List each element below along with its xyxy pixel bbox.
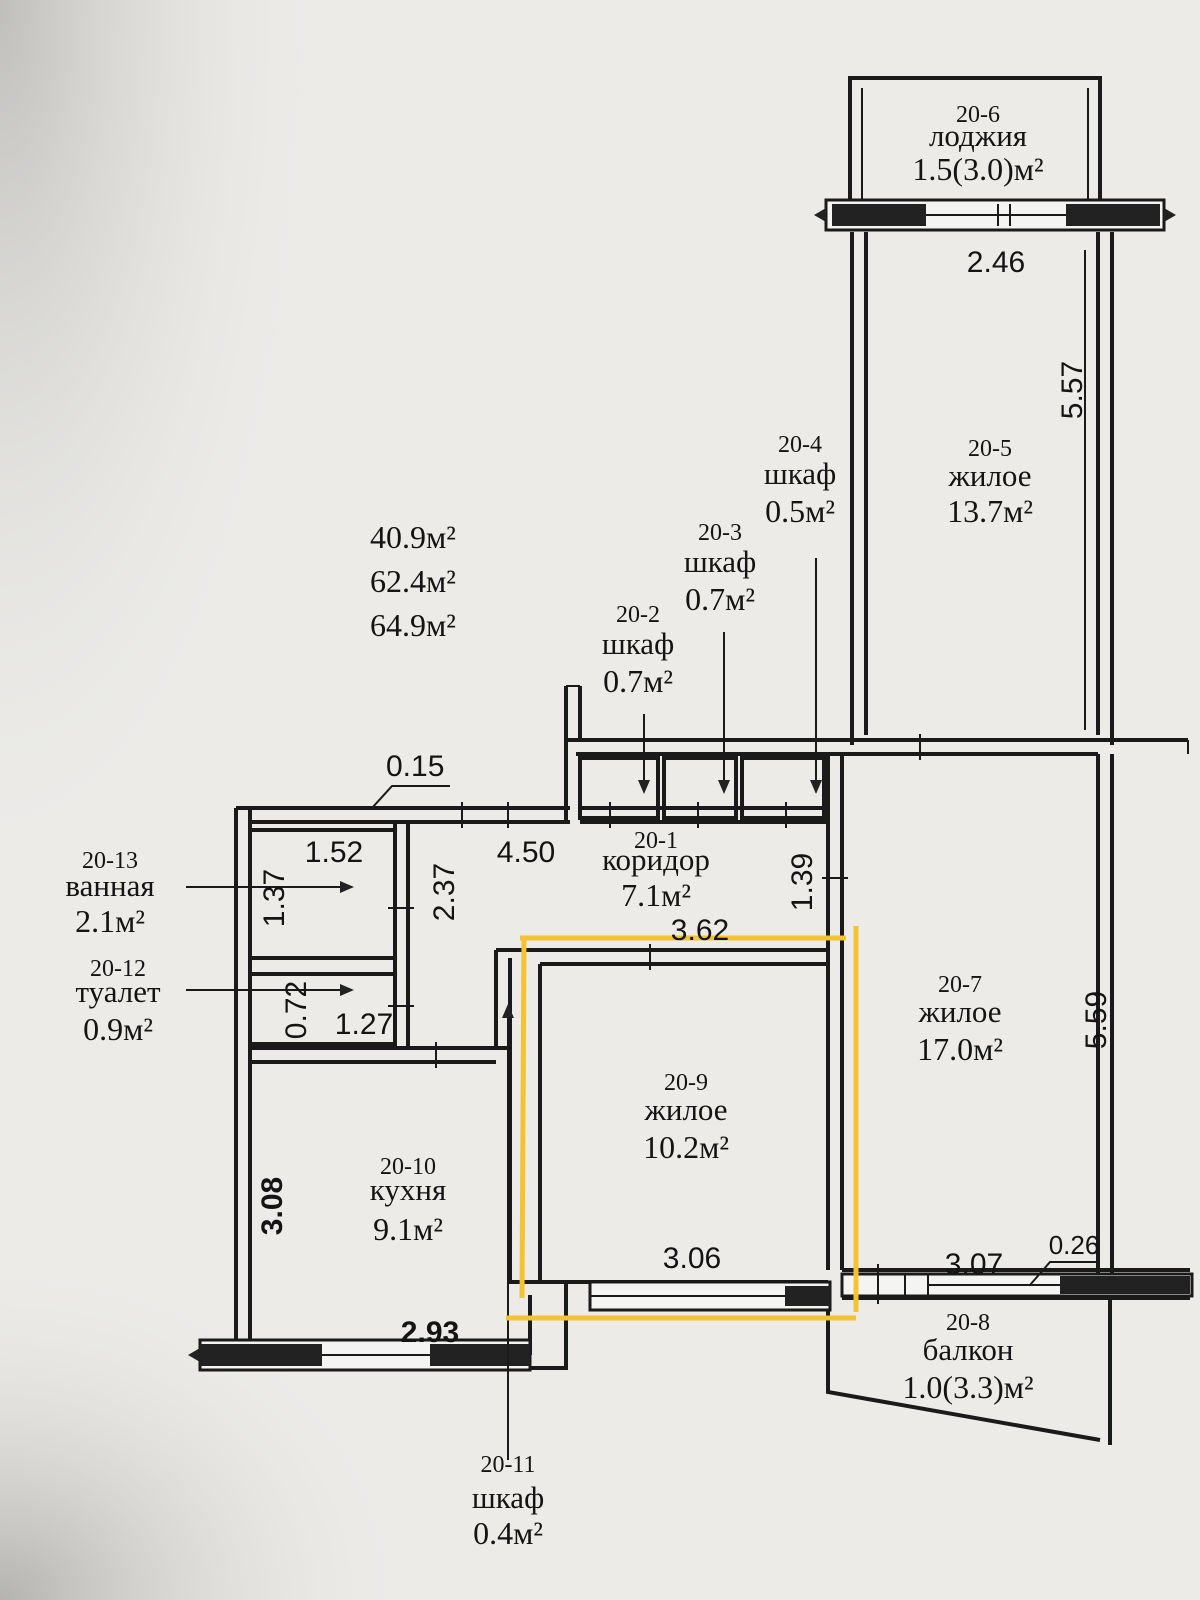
dim-balcony-width: 3.07 — [945, 1248, 1003, 1281]
dim-toilet-depth: 0.72 — [280, 981, 313, 1039]
room-1-name: коридор — [602, 842, 710, 877]
room-7-area: 17.0м² — [917, 1031, 1003, 1067]
room-1-code: 20-1 — [634, 828, 678, 854]
room-9-name: жилое — [643, 1092, 727, 1127]
room-9-code: 20-9 — [664, 1070, 708, 1096]
dim-corridor-depth: 2.37 — [428, 863, 461, 921]
room-2-area: 0.7м² — [603, 663, 673, 699]
dim-bath-width: 1.52 — [305, 836, 363, 869]
room-5-code: 20-5 — [968, 436, 1012, 462]
room-2-name: шкаф — [602, 626, 674, 661]
room-3-name: шкаф — [684, 544, 756, 579]
room-11-area: 0.4м² — [473, 1515, 543, 1551]
dim-corridor-362: 3.62 — [671, 914, 729, 947]
dim-corridor-short: 1.39 — [786, 853, 819, 911]
room-10-area: 9.1м² — [373, 1211, 443, 1247]
room-13-name: ванная — [65, 868, 154, 903]
room-2-code: 20-2 — [616, 602, 660, 628]
paper-shadow-bottom-left — [0, 1250, 420, 1600]
room-10-code: 20-10 — [380, 1154, 436, 1180]
room-13-code: 20-13 — [82, 848, 138, 874]
windows — [188, 198, 1194, 1372]
paper-shadow-top-left — [0, 0, 330, 900]
room-8-area: 1.0(3.3)м² — [902, 1369, 1033, 1405]
room-4-area: 0.5м² — [765, 493, 835, 529]
dim-room9-width: 3.06 — [663, 1242, 721, 1275]
room-12-name: туалет — [75, 974, 160, 1009]
room-3-code: 20-3 — [698, 520, 742, 546]
room-12-area: 0.9м² — [83, 1011, 153, 1047]
dim-bath-depth: 1.37 — [258, 869, 291, 927]
room-6-name: лоджия — [929, 118, 1027, 153]
room-9-area: 10.2м² — [643, 1129, 729, 1165]
room-1-area: 7.1м² — [621, 877, 691, 913]
room-13-area: 2.1м² — [75, 903, 145, 939]
dim-kitchen-width: 2.93 — [401, 1316, 459, 1349]
dim-loggia-width: 2.46 — [967, 246, 1025, 279]
dim-room5-length: 5.57 — [1056, 361, 1089, 419]
room-10-name: кухня — [370, 1172, 446, 1207]
room-5-name: жилое — [947, 458, 1031, 493]
room-4-code: 20-4 — [778, 432, 822, 458]
room-11-name: шкаф — [472, 1480, 544, 1515]
total-area-1: 40.9м² — [370, 519, 456, 555]
room-12-code: 20-12 — [90, 956, 146, 982]
room-6-code: 20-6 — [956, 102, 1000, 128]
dim-wall-015: 0.15 — [386, 750, 444, 783]
room-3-area: 0.7м² — [685, 581, 755, 617]
room-8-code: 20-8 — [946, 1310, 990, 1336]
total-area-2: 62.4м² — [370, 563, 456, 599]
dim-balcony-026: 0.26 — [1049, 1230, 1100, 1260]
door-marks — [388, 734, 921, 1304]
highlight-room-9-left — [519, 935, 527, 1299]
room-7-name: жилое — [917, 994, 1001, 1029]
room-8-name: балкон — [923, 1332, 1014, 1367]
leader-arrows — [186, 558, 1100, 1460]
dim-kitchen-depth: 3.08 — [256, 1177, 289, 1235]
dim-room7-length: 5.59 — [1080, 991, 1113, 1049]
dim-corridor-length: 4.50 — [497, 836, 555, 869]
room-11-code: 20-11 — [480, 1452, 535, 1478]
walls — [200, 76, 1190, 1445]
dim-toilet-width: 1.27 — [335, 1008, 393, 1041]
room-5-area: 13.7м² — [947, 493, 1033, 529]
total-area-3: 64.9м² — [370, 607, 456, 643]
room-4-name: шкаф — [764, 456, 836, 491]
room-6-area: 1.5(3.0)м² — [912, 151, 1043, 187]
room-7-code: 20-7 — [938, 972, 982, 998]
